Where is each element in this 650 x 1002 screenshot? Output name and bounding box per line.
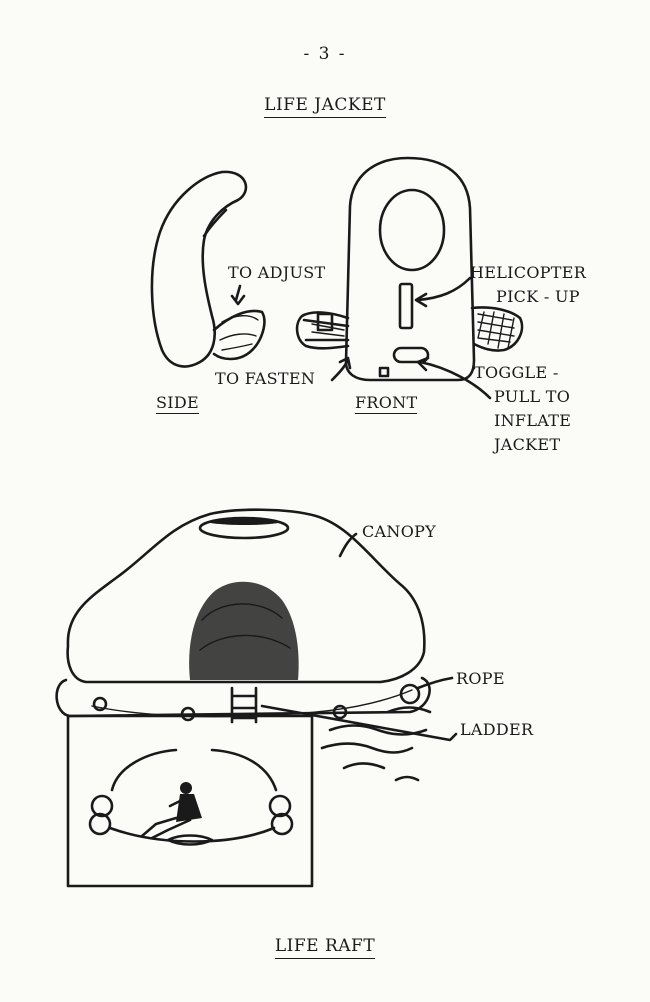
life-raft-heading: LIFE RAFT xyxy=(0,936,650,959)
label-helicopter: HELICOPTER xyxy=(470,263,587,282)
label-ladder: LADDER xyxy=(460,720,534,739)
life-raft-drawing xyxy=(55,508,458,888)
label-toggle: TOGGLE - xyxy=(474,363,559,382)
label-inflate: INFLATE xyxy=(494,411,572,430)
life-jacket-side-view xyxy=(150,170,266,368)
page-number: - 3 - xyxy=(303,44,347,64)
label-to-adjust: TO ADJUST xyxy=(228,263,326,282)
label-canopy: CANOPY xyxy=(362,522,437,541)
label-pull-to: PULL TO xyxy=(494,387,571,406)
label-front: FRONT xyxy=(355,393,418,414)
label-side: SIDE xyxy=(156,393,199,414)
label-pick-up: PICK - UP xyxy=(496,287,580,306)
life-jacket-heading: LIFE JACKET xyxy=(0,95,650,118)
label-to-fasten: TO FASTEN xyxy=(215,369,316,388)
life-jacket-front-view xyxy=(295,156,524,400)
label-jacket: JACKET xyxy=(494,435,561,454)
label-rope: ROPE xyxy=(456,669,505,688)
